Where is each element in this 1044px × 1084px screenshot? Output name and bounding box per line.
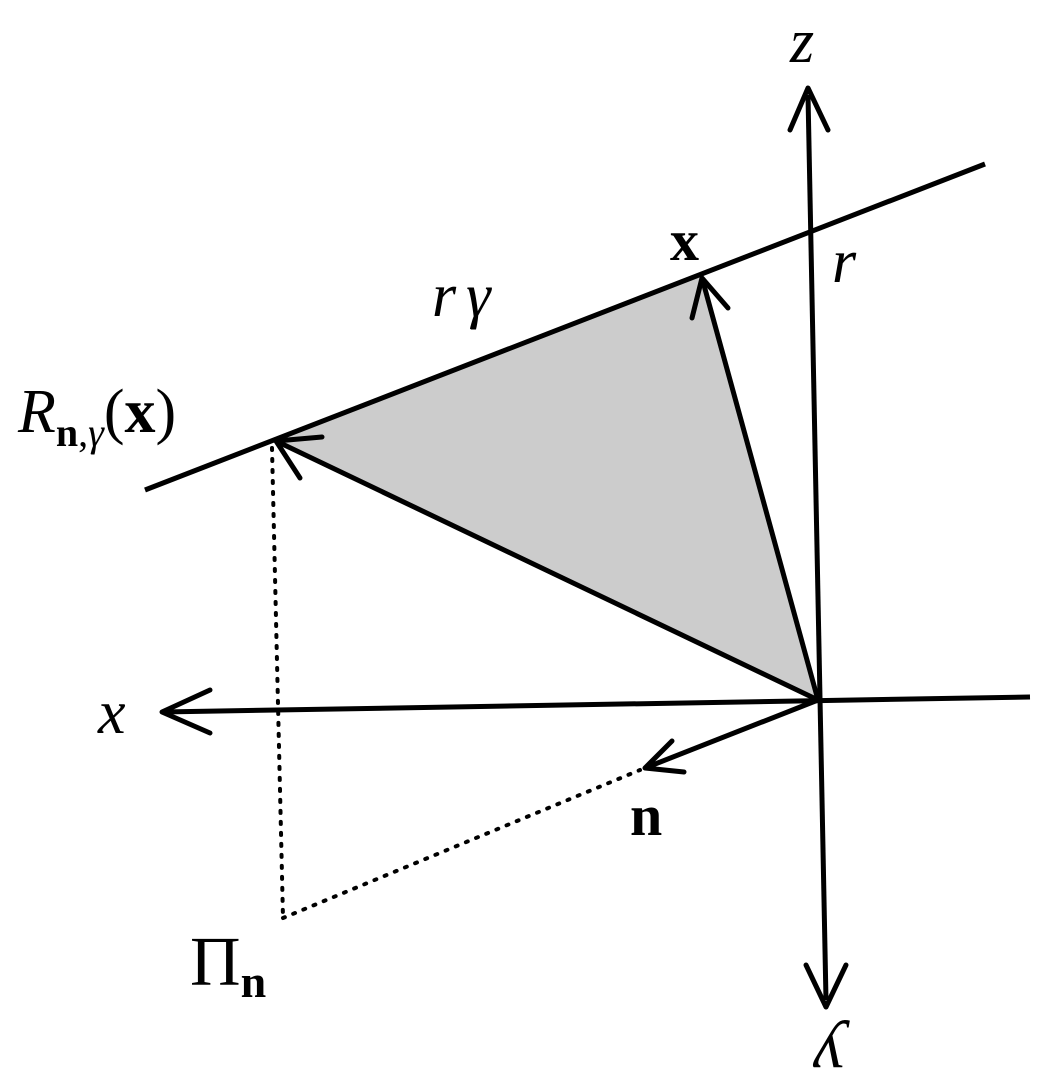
arc-r: r bbox=[432, 262, 457, 330]
arc-gamma: γ bbox=[466, 262, 492, 330]
rotation-x: x bbox=[125, 378, 156, 446]
x-axis-arrowhead bbox=[159, 687, 213, 736]
vector-rotated-x-arrowhead bbox=[273, 434, 325, 481]
rotation-axis-line bbox=[144, 161, 986, 493]
point-x-label: x bbox=[670, 208, 699, 273]
z-axis bbox=[805, 94, 829, 1001]
vector-x-arrowhead bbox=[689, 275, 731, 321]
rotation-R: R bbox=[17, 378, 56, 446]
plane-sub-n: n bbox=[241, 956, 267, 1007]
rotation-label: Rn,γ(x) bbox=[17, 378, 176, 455]
projection-line-diagonal bbox=[281, 768, 642, 920]
x-axis-label: x bbox=[97, 679, 126, 747]
projection-line-vertical bbox=[270, 446, 285, 920]
vector-rotated-x bbox=[274, 438, 820, 703]
plane-label: Πn bbox=[190, 924, 266, 1007]
bottom-axis-arrowhead bbox=[803, 962, 849, 1010]
rotation-sub-n: n bbox=[56, 410, 78, 455]
x-axis bbox=[161, 694, 1031, 715]
shaded-triangle bbox=[272, 273, 818, 700]
normal-n-label: n bbox=[630, 783, 662, 848]
z-axis-label: z bbox=[789, 8, 814, 76]
normal-vector-arrowhead bbox=[642, 738, 687, 775]
rotation-open-paren: ( bbox=[104, 378, 125, 446]
bottom-axis-label: y bbox=[812, 1019, 850, 1084]
rotation-close-paren: ) bbox=[156, 378, 177, 446]
z-axis-arrowhead bbox=[787, 85, 831, 133]
plane-pi: Π bbox=[190, 924, 241, 1001]
rotation-sub-gamma: γ bbox=[88, 410, 105, 455]
rotation-sub-comma: , bbox=[78, 410, 88, 455]
vector-x bbox=[699, 277, 821, 701]
r-line-label: r bbox=[832, 228, 857, 296]
normal-vector-n bbox=[644, 697, 819, 771]
